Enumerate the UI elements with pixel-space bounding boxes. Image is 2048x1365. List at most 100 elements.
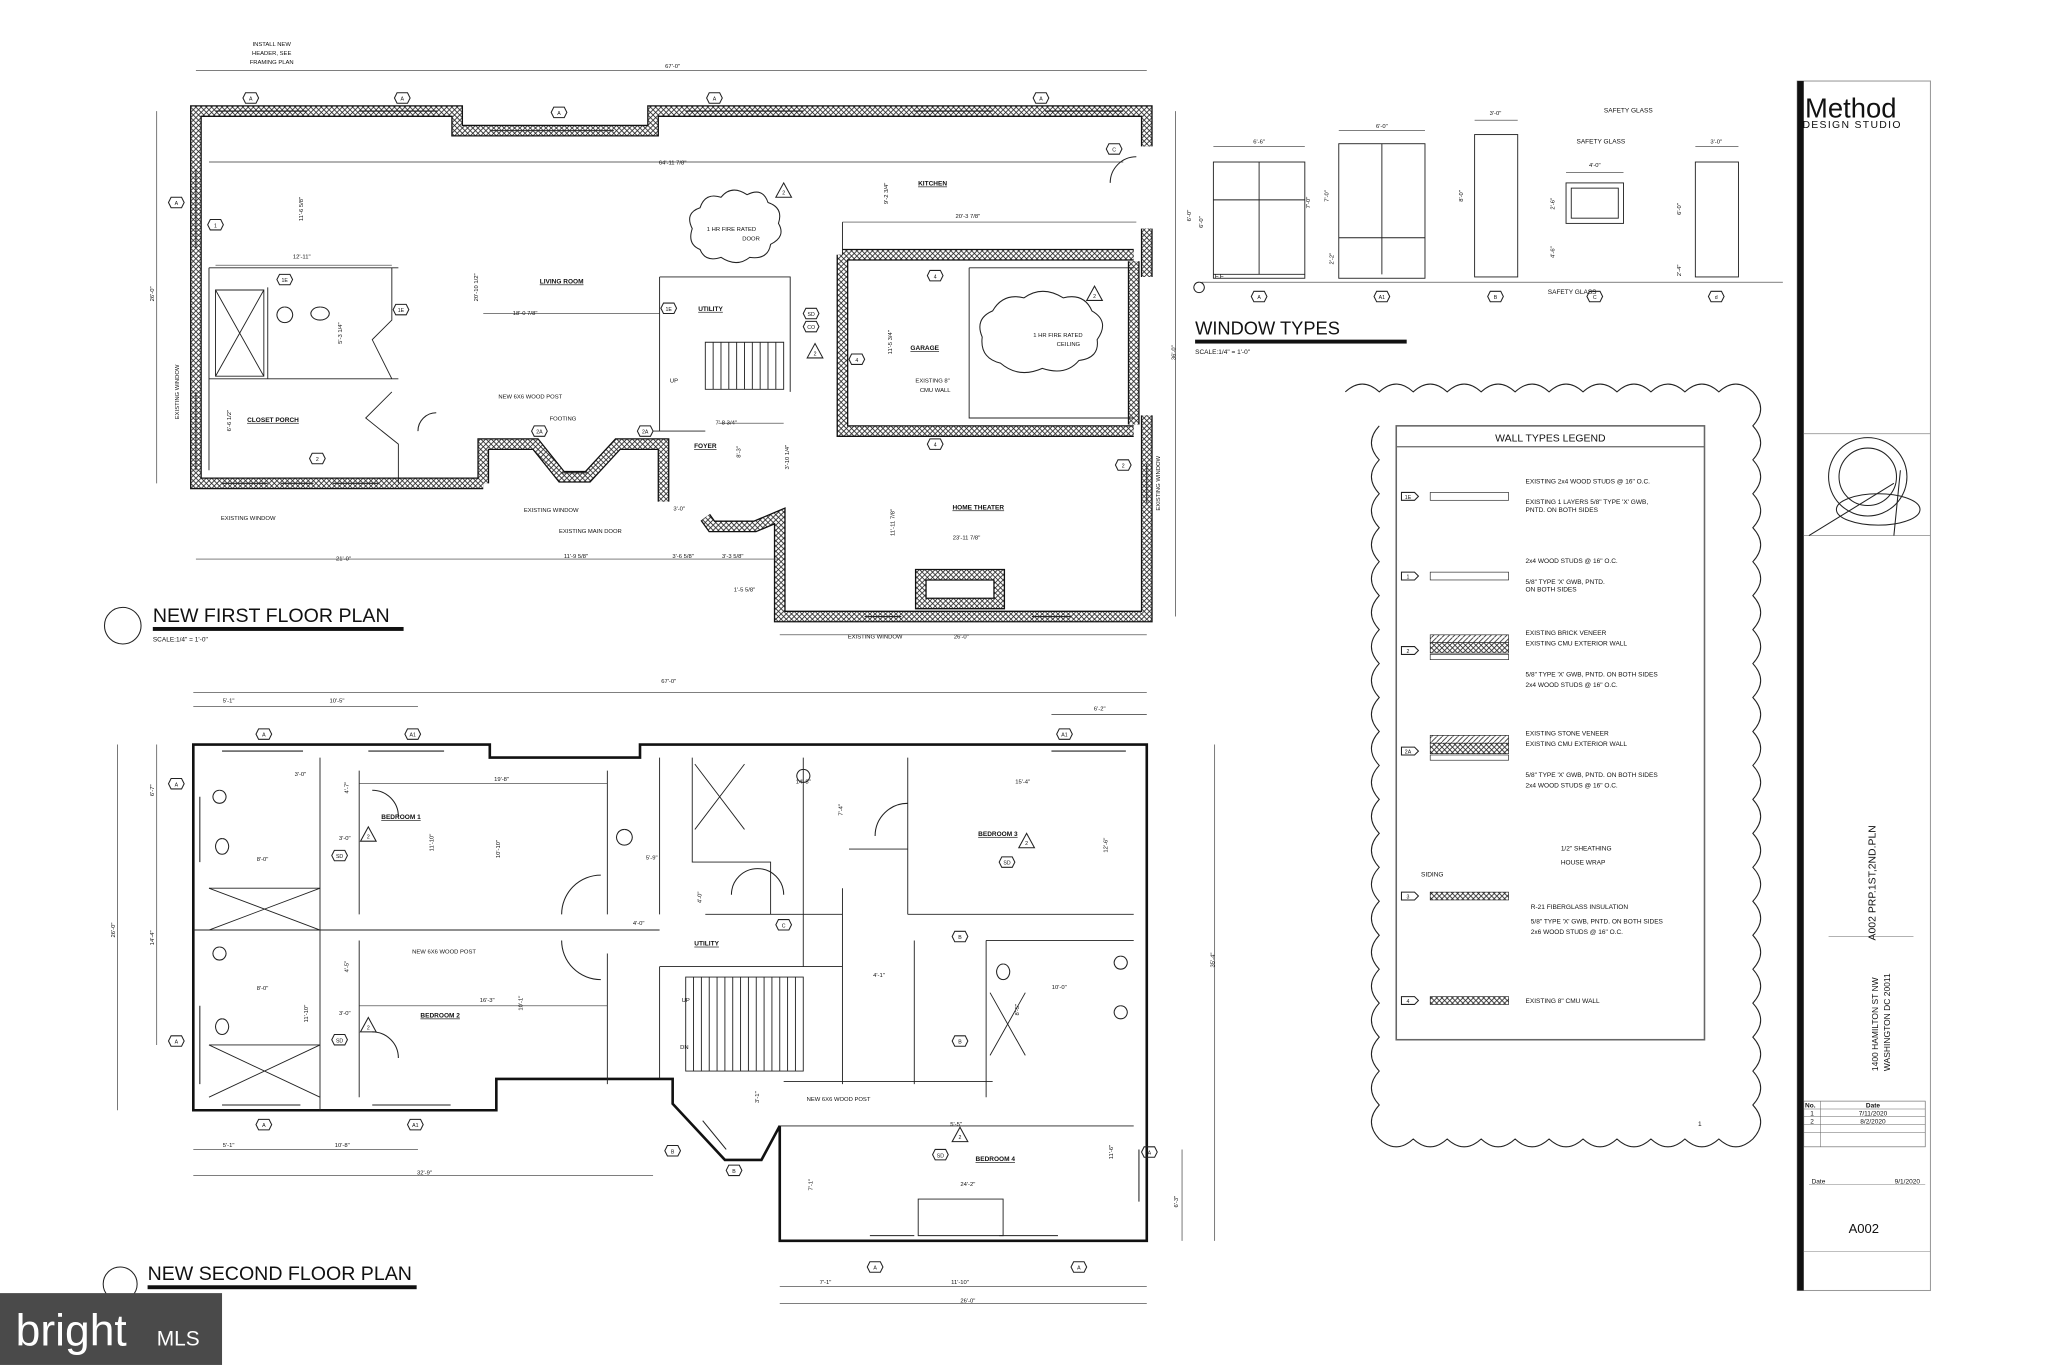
wall-legend-note: EXISTING CMU EXTERIOR WALL bbox=[1526, 741, 1628, 748]
firm-logo-subtitle: DESIGN STUDIO bbox=[1802, 120, 1901, 131]
callout-tag: A bbox=[1032, 92, 1050, 104]
window-height-dim: 6'-0" bbox=[1677, 203, 1683, 215]
wall-legend-note: EXISTING 8" CMU WALL bbox=[1526, 998, 1600, 1005]
first-floor-title: NEW FIRST FLOOR PLAN bbox=[153, 605, 390, 627]
tag-text: 1E bbox=[282, 278, 289, 284]
callout-tag: 2 bbox=[359, 825, 378, 842]
plan-label: 7'-8 3/4" bbox=[715, 421, 736, 427]
second-floor-labels: 67'-0"5'-1"10'-5"6'-2"BEDROOM 119'-8"BED… bbox=[111, 679, 1217, 1304]
callout-tag: A bbox=[706, 92, 723, 104]
callout-tag: 4 bbox=[926, 269, 944, 282]
callout-tag: A1 bbox=[1373, 290, 1391, 303]
plan-label: 21'-0" bbox=[336, 556, 351, 562]
plan-label: 6'-7" bbox=[150, 784, 156, 796]
address-line-1: 1400 HAMILTON ST NW bbox=[1870, 977, 1880, 1071]
window-width-dim: 4'-0" bbox=[1589, 163, 1601, 169]
tag-text: 2A bbox=[536, 430, 543, 436]
callout-tag: 4 bbox=[926, 438, 944, 450]
wall-legend-note: SIDING bbox=[1421, 871, 1443, 878]
callout-tag: A bbox=[167, 1035, 185, 1047]
callout-tag: A bbox=[167, 777, 185, 790]
plan-label: 20'-10 1/2" bbox=[474, 273, 480, 301]
wall-legend-note: EXISTING CMU EXTERIOR WALL bbox=[1526, 640, 1628, 647]
callout-tag: B bbox=[725, 1164, 743, 1177]
tag-text: 2 bbox=[1122, 464, 1125, 470]
fire-rated-cloud-door bbox=[689, 189, 1104, 374]
second-floor-plan: 67'-0"5'-1"10'-5"6'-2"BEDROOM 119'-8"BED… bbox=[102, 679, 1217, 1304]
plan-label: 4'-7" bbox=[345, 782, 351, 794]
tag-text: C bbox=[1112, 148, 1116, 154]
plan-label: EXISTING WINDOW bbox=[1156, 456, 1162, 511]
wall-legend-note: EXISTING 2x4 WOOD STUDS @ 16" O.C. bbox=[1526, 478, 1651, 485]
callout-tag: C bbox=[1105, 143, 1123, 155]
plan-label: EXISTING MAIN DOOR bbox=[559, 529, 622, 535]
plan-label: UTILITY bbox=[698, 306, 723, 313]
callout-tag: 2 bbox=[308, 452, 326, 465]
tag-text: 2 bbox=[367, 835, 370, 841]
wall-legend-note: 2x4 WOOD STUDS @ 16" O.C. bbox=[1526, 783, 1618, 790]
tag-text: A1 bbox=[412, 1123, 418, 1129]
plan-label: 10'-8" bbox=[335, 1143, 350, 1149]
tag-text: A bbox=[175, 1040, 179, 1046]
tag-text: SD bbox=[937, 1153, 944, 1159]
callout-tag: SD bbox=[802, 307, 820, 320]
rev-no: 2 bbox=[1810, 1118, 1814, 1125]
plan-label: 19'-8" bbox=[494, 777, 509, 783]
plan-label: INSTALL NEW bbox=[252, 42, 291, 48]
plan-label: 5'-1" bbox=[223, 1143, 235, 1149]
tag-text: 4 bbox=[855, 358, 858, 364]
callout-tag: 4 bbox=[848, 353, 866, 365]
wall-legend-note: 5/8" TYPE 'X' GWB, PNTD. ON BOTH SIDES bbox=[1526, 672, 1659, 679]
watermark-brand: bright bbox=[16, 1306, 128, 1355]
window-height-dim: 4'-6" bbox=[1550, 246, 1556, 258]
plan-label: GARAGE bbox=[910, 345, 939, 352]
tag-text: A bbox=[249, 97, 253, 103]
tag-text: A bbox=[262, 733, 266, 739]
plan-label: 1 HR FIRE RATED bbox=[707, 227, 756, 233]
tag-text: C bbox=[782, 923, 786, 929]
plan-label: FOOTING bbox=[550, 417, 577, 423]
window-height-dim: 2'-4" bbox=[1677, 265, 1683, 277]
plan-label: HEADER, SEE bbox=[252, 51, 291, 57]
plan-label: 5'-9" bbox=[646, 855, 658, 861]
window-types-title: WINDOW TYPES bbox=[1195, 317, 1340, 338]
wall-type-tag: 4 bbox=[1407, 999, 1410, 1005]
plan-label: 3'-6 5/8" bbox=[672, 554, 693, 560]
plan-label: CMU WALL bbox=[920, 388, 951, 394]
callout-tag: SD bbox=[331, 1033, 349, 1046]
callout-tag: 2A bbox=[531, 425, 548, 437]
rev-date: 8/2/2020 bbox=[1860, 1118, 1886, 1125]
second-floor-exterior-walls bbox=[191, 743, 1149, 1243]
wall-legend-note: R-21 FIBERGLASS INSULATION bbox=[1531, 904, 1629, 911]
plan-label: 11'-10" bbox=[430, 834, 436, 852]
plan-label: 11'-9 5/8" bbox=[564, 554, 588, 560]
plan-label: HOME THEATER bbox=[952, 504, 1004, 511]
plan-label: UTILITY bbox=[694, 941, 719, 948]
plan-label: DN bbox=[680, 1045, 688, 1051]
plan-label: 24'-2" bbox=[960, 1182, 975, 1188]
callout-tag: A bbox=[1070, 1261, 1088, 1273]
callout-tag: C bbox=[1586, 290, 1604, 303]
plan-label: 20'-3 7/8" bbox=[955, 214, 980, 220]
first-floor-title-block: NEW FIRST FLOOR PLAN SCALE:1/4" = 1'-0" bbox=[103, 605, 404, 645]
wall-type-tag: 1 bbox=[1407, 575, 1410, 581]
plan-label: 16'-3" bbox=[480, 998, 495, 1004]
plan-label: BEDROOM 2 bbox=[420, 1013, 460, 1020]
tag-text: SD bbox=[336, 1038, 343, 1044]
plan-label: 6'-2" bbox=[1094, 707, 1106, 713]
tag-text: SD bbox=[1003, 861, 1010, 867]
window-type-labels: 6'-6"A6'-0"A13'-0"B4'-0"C3'-0"d6'-0"7'-0… bbox=[1199, 111, 1725, 303]
window-height-dim: 8'-0" bbox=[1459, 190, 1465, 202]
plan-label: 32'-9" bbox=[417, 1170, 432, 1176]
callout-tag: 2 bbox=[1017, 832, 1036, 849]
callout-tag: A1 bbox=[1056, 728, 1073, 740]
callout-tag: 1E bbox=[392, 303, 410, 316]
tag-text: 1E bbox=[666, 307, 673, 313]
plan-label: UP bbox=[682, 998, 690, 1004]
tag-text: A bbox=[1077, 1266, 1081, 1272]
plan-label: CLOSET PORCH bbox=[247, 417, 299, 424]
first-floor-windows bbox=[195, 110, 1148, 618]
plan-label: 5'-1" bbox=[223, 699, 235, 705]
